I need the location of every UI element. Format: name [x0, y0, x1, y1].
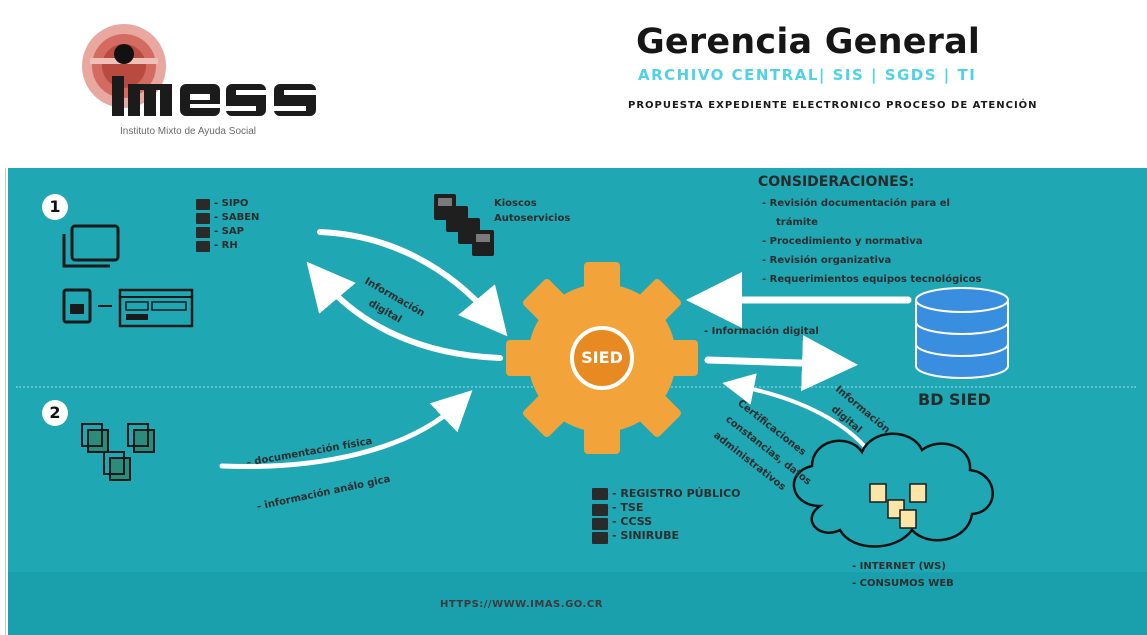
- arrow-sied-to-db: [704, 335, 858, 392]
- left-border: [5, 0, 6, 635]
- page-title: Gerencia General: [636, 22, 981, 62]
- system-item: - SABEN: [214, 212, 260, 223]
- kiosk-icon: [434, 194, 494, 256]
- windows-icon: [62, 224, 120, 268]
- section-2-badge: 2: [42, 400, 68, 426]
- cloud-icon: [792, 432, 994, 548]
- system-item: - SAP: [214, 226, 244, 237]
- external-sources-list: - REGISTRO PÚBLICO - TSE - CCSS - SINIRU…: [612, 487, 741, 543]
- consideration-item: trámite: [776, 217, 818, 228]
- external-source-item: - TSE: [612, 501, 644, 514]
- system-item: - RH: [214, 240, 238, 251]
- arrow-systems-to-sied: [317, 229, 508, 337]
- database-label: BD SIED: [918, 390, 991, 409]
- screen-form-icon: [118, 288, 194, 328]
- cloud-document-icons: [869, 483, 927, 529]
- cloud-label-2: - CONSUMOS WEB: [852, 578, 954, 589]
- arrow-physical-docs-to-sied: [219, 390, 473, 469]
- kiosks-line-2: Autoservicios: [494, 213, 571, 224]
- document-icon: [62, 288, 92, 324]
- arrow-sied-to-users: [306, 261, 503, 361]
- footer-band: [8, 572, 1147, 635]
- consideration-item: - Procedimiento y normativa: [762, 236, 923, 247]
- kiosks-label: Kioscos Autoservicios: [494, 196, 570, 226]
- section-1-badge: 1: [42, 194, 68, 220]
- page-description: PROPUESTA EXPEDIENTE ELECTRONICO PROCESO…: [628, 100, 1038, 111]
- systems-list: - SIPO - SABEN - SAP - RH: [214, 197, 259, 253]
- consideration-item: - Revisión documentación para el: [762, 198, 950, 209]
- system-item: - SIPO: [214, 198, 249, 209]
- consideration-item: - Revisión organizativa: [762, 255, 892, 266]
- system-icons: [196, 199, 210, 252]
- header: imas Instituto Mixto de Ayuda Social Ger…: [0, 0, 1147, 168]
- external-source-item: - CCSS: [612, 515, 653, 528]
- kiosks-line-1: Kioscos: [494, 198, 537, 209]
- logo-subtitle: Instituto Mixto de Ayuda Social: [120, 126, 257, 137]
- considerations-title: CONSIDERACIONES:: [758, 174, 915, 190]
- imas-logo: imas: [82, 24, 316, 116]
- consideration-item: - Requerimientos equipos tecnológicos: [762, 274, 982, 285]
- cloud-labels: - INTERNET (WS) - CONSUMOS WEB: [852, 558, 954, 592]
- database-icon: [915, 287, 1009, 379]
- footer-url[interactable]: HTTPS://WWW.IMAS.GO.CR: [440, 599, 603, 610]
- sied-gear-icon: [506, 262, 698, 454]
- page-subtitle: ARCHIVO CENTRAL| SIS | SGDS | TI: [638, 66, 977, 84]
- external-source-icons: [592, 488, 608, 544]
- considerations-list: - Revisión documentación para el trámite…: [762, 194, 981, 289]
- sied-label: SIED: [581, 348, 623, 367]
- document-stack-icon: [81, 423, 155, 481]
- external-source-item: - REGISTRO PÚBLICO: [612, 487, 741, 500]
- arrow-label-info-digital-center: - Información digital: [704, 326, 819, 337]
- cloud-label-1: - INTERNET (WS): [852, 561, 946, 572]
- external-source-item: - SINIRUBE: [612, 529, 680, 542]
